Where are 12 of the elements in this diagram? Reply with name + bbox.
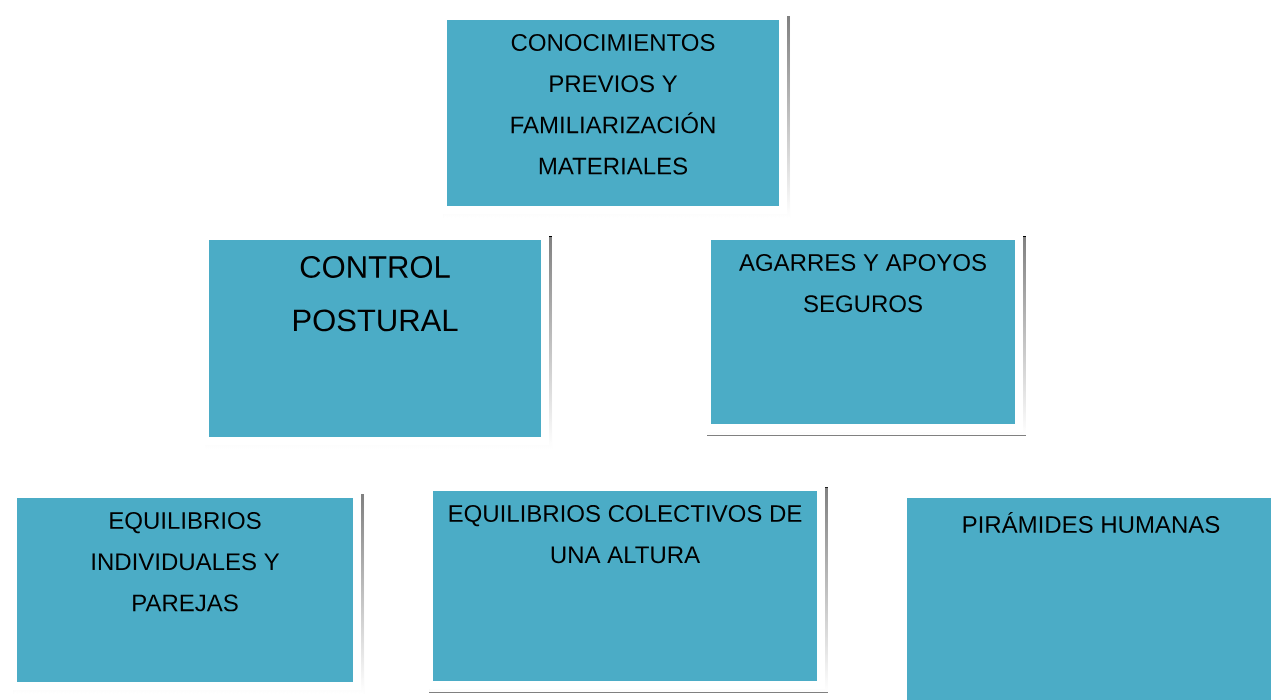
text-box: EQUILIBRIOS INDIVIDUALES Y PAREJAS	[9, 490, 364, 694]
text-box: AGARRES Y APOYOS SEGUROS	[703, 232, 1026, 436]
node-label: PIRÁMIDES HUMANAS	[963, 512, 1220, 534]
text-box: EQUILIBRIOS COLECTIVOS DE UNA ALTURA	[425, 483, 828, 693]
node-label: EQUILIBRIOS INDIVIDUALES Y PAREJAS	[92, 512, 280, 612]
node-label: CONOCIMIENTOS PREVIOS Y FAMILIARIZACIÓN MATERIALES	[511, 34, 715, 175]
node-label: EQUILIBRIOS COLECTIVOS DE UNA ALTURA	[449, 505, 802, 564]
text-box: CONOCIMIENTOS PREVIOS Y FAMILIARIZACIÓN MATERIALES	[439, 12, 790, 218]
node-label: CONTROL POSTURAL	[294, 256, 458, 332]
node-label: AGARRES Y APOYOS SEGUROS	[739, 254, 986, 313]
text-box: CONTROL POSTURAL	[201, 232, 552, 449]
text-box: PIRÁMIDES HUMANAS	[899, 490, 1271, 700]
